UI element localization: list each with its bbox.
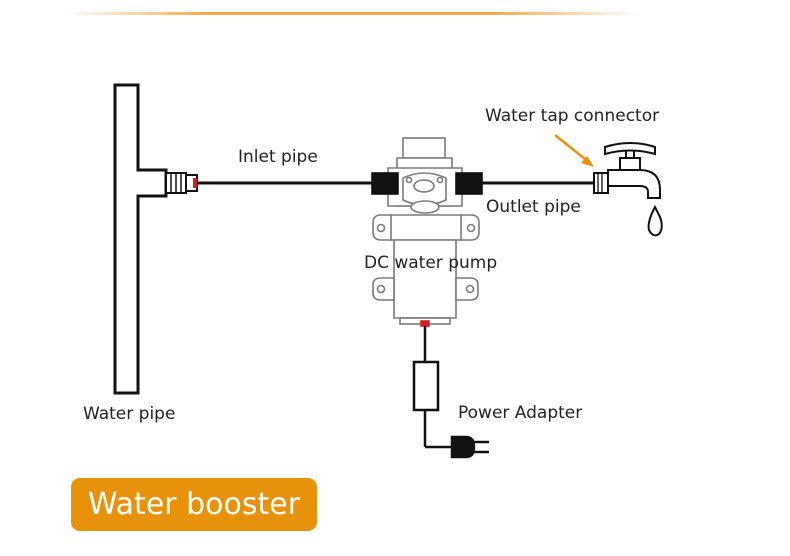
water-tap-connector-label: Water tap connector (485, 106, 660, 126)
tap-connector-arrow (554, 134, 594, 167)
dc-water-pump-label: DC water pump (364, 253, 498, 273)
inlet-fitting (165, 172, 198, 194)
power-adapter (412, 326, 489, 459)
dc-water-pump (371, 137, 483, 327)
outlet-pipe-label: Outlet pipe (486, 197, 581, 217)
title-badge: Water booster (71, 478, 317, 531)
diagram-title: Water booster (87, 487, 301, 522)
water-pipe-shape (113, 83, 168, 395)
water-pipe-label: Water pipe (83, 404, 176, 424)
water-tap (593, 142, 663, 237)
inlet-pipe-label: Inlet pipe (238, 147, 318, 167)
power-adapter-label: Power Adapter (458, 403, 583, 423)
top-accent-line (62, 12, 642, 15)
